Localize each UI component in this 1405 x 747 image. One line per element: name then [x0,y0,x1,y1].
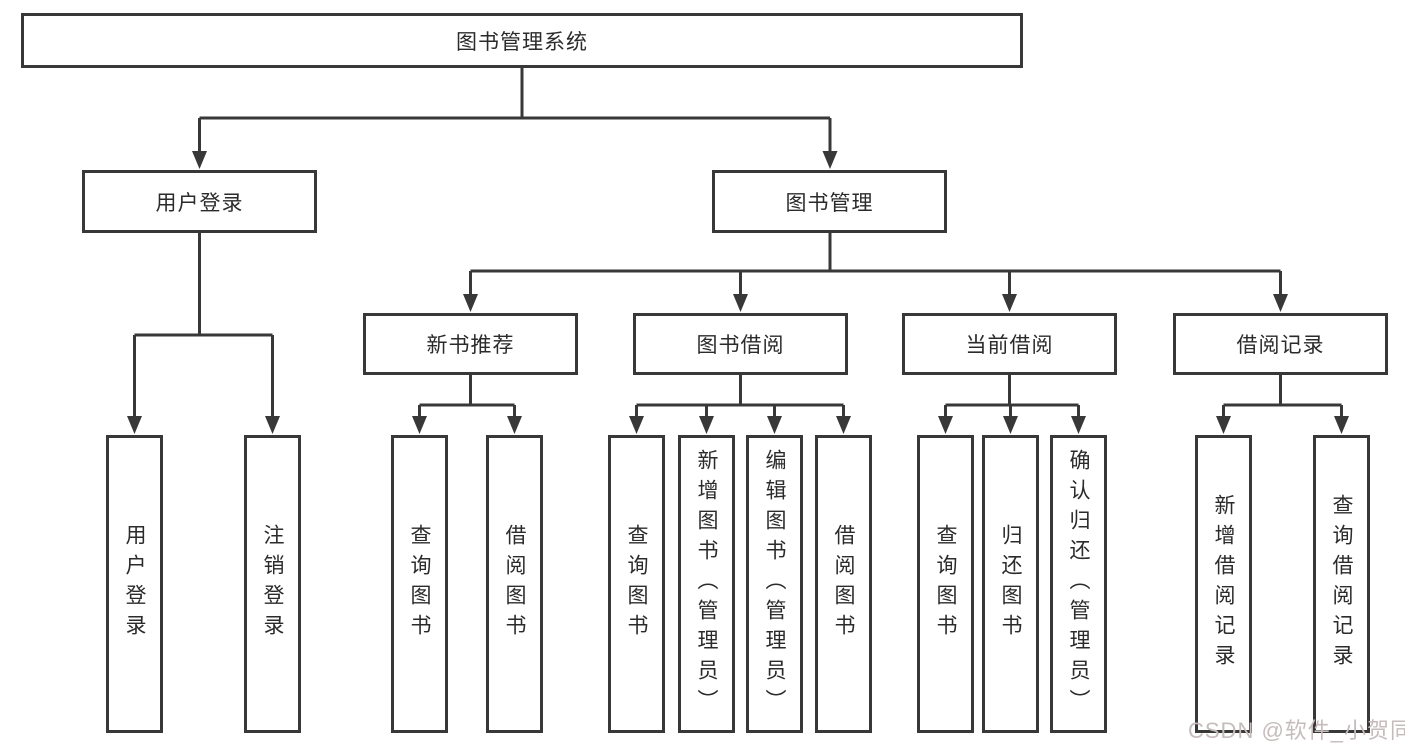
node-leaf-borrow-books-2: 借阅图书 [815,435,872,733]
node-user-login: 用户登录 [82,170,317,233]
node-leaf-query-borrow-record: 查询借阅记录 [1313,435,1370,733]
node-leaf-query-books-3: 查询图书 [917,435,974,733]
node-label: 查询借阅记录 [1330,494,1353,674]
node-new-book-recommend: 新书推荐 [363,313,578,375]
arrowhead-icons [127,151,1349,434]
node-book-borrow: 图书借阅 [633,313,848,375]
node-book-management: 图书管理 [712,170,947,233]
node-root-system: 图书管理系统 [21,13,1023,68]
node-leaf-edit-books-admin: 编辑图书（管理员） [746,435,803,733]
csdn-watermark: CSDN @软件_小贺同学 [1188,718,1405,743]
node-leaf-confirm-return-admin: 确认归还（管理员） [1050,435,1107,733]
node-leaf-logout: 注销登录 [244,435,301,733]
node-label: 查询图书 [934,524,957,644]
node-label: 借阅记录 [1236,334,1325,357]
node-leaf-return-books: 归还图书 [982,435,1039,733]
node-label: 编辑图书（管理员） [763,449,786,719]
node-label: 用户登录 [123,524,146,644]
node-label: 图书借阅 [696,334,785,357]
node-label: 借阅图书 [503,524,526,644]
node-label: 新增图书（管理员） [695,449,718,719]
node-label: 归还图书 [999,524,1022,644]
node-label: 借阅图书 [832,524,855,644]
node-label: 当前借阅 [965,334,1054,357]
node-label: 查询图书 [625,524,648,644]
node-leaf-user-login: 用户登录 [106,435,163,733]
node-leaf-query-books-2: 查询图书 [608,435,665,733]
node-label: 用户登录 [155,191,244,215]
node-label: 图书管理系统 [456,30,588,54]
node-leaf-add-books-admin: 新增图书（管理员） [678,435,735,733]
node-borrow-record: 借阅记录 [1173,313,1388,375]
node-leaf-query-books-1: 查询图书 [391,435,448,733]
node-label: 图书管理 [785,191,874,215]
node-label: 新增借阅记录 [1212,494,1235,674]
node-label: 注销登录 [261,524,284,644]
node-label: 新书推荐 [426,334,515,357]
node-label: 查询图书 [408,524,431,644]
node-label: 确认归还（管理员） [1067,449,1090,719]
node-current-borrow: 当前借阅 [902,313,1117,375]
node-leaf-borrow-books-1: 借阅图书 [486,435,543,733]
node-leaf-add-borrow-record: 新增借阅记录 [1195,435,1252,733]
